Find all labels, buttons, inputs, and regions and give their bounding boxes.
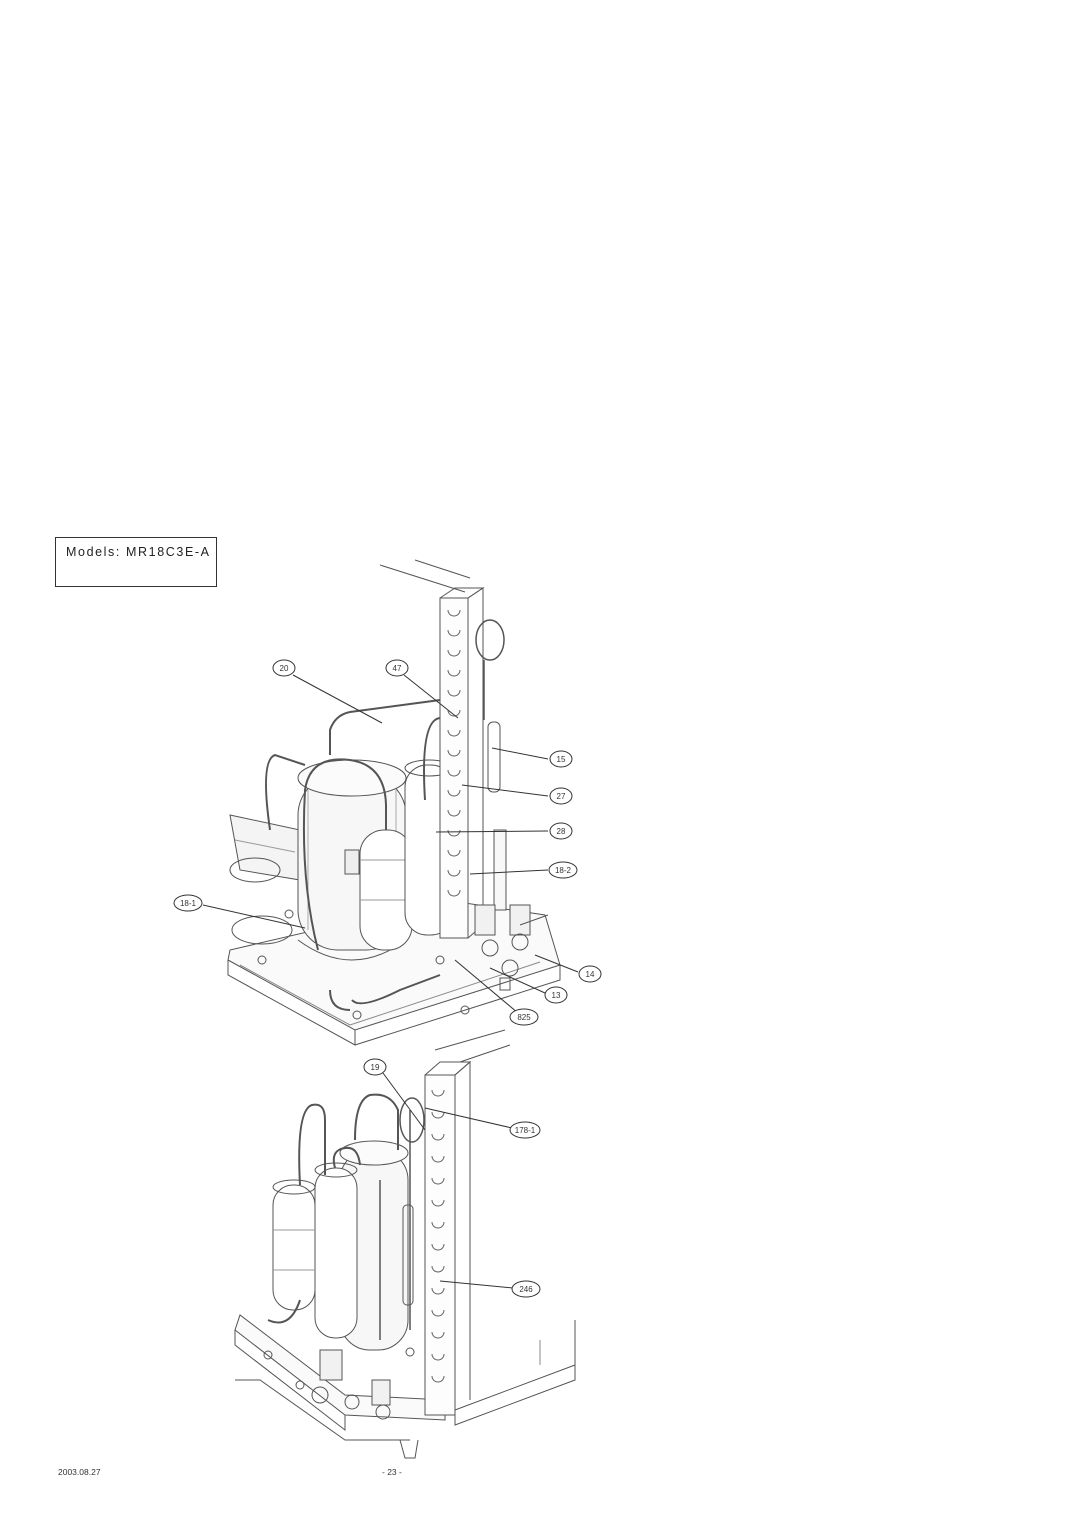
model-label-box: Models: MR18C3E-A <box>55 537 217 587</box>
svg-text:178-1: 178-1 <box>515 1126 536 1135</box>
svg-text:18-2: 18-2 <box>555 866 572 875</box>
footer-page-number: - 23 - <box>382 1467 402 1477</box>
top-callouts: 20 47 15 27 28 18-2 18-1 14 <box>173 659 602 1026</box>
callout-27: 27 <box>549 787 573 805</box>
bottom-leader-lines <box>382 1072 514 1289</box>
svg-text:246: 246 <box>519 1285 533 1294</box>
svg-text:20: 20 <box>280 664 289 673</box>
callout-246: 246 <box>511 1280 541 1298</box>
svg-text:47: 47 <box>393 664 402 673</box>
callout-20: 20 <box>272 659 296 677</box>
callout-13: 13 <box>544 986 568 1004</box>
callout-15: 15 <box>549 750 573 768</box>
bottom-assembly-drawing <box>234 1029 576 1459</box>
callout-18-2: 18-2 <box>548 861 578 879</box>
footer-date: 2003.08.27 <box>58 1467 101 1477</box>
bottom-callouts: 19 178-1 246 <box>363 1058 541 1298</box>
callout-19: 19 <box>363 1058 387 1076</box>
callout-47: 47 <box>385 659 409 677</box>
svg-text:825: 825 <box>517 1013 531 1022</box>
callout-825: 825 <box>509 1008 539 1026</box>
callout-28: 28 <box>549 822 573 840</box>
callout-18-1: 18-1 <box>173 894 203 912</box>
svg-text:14: 14 <box>586 970 595 979</box>
svg-text:19: 19 <box>371 1063 380 1072</box>
model-label: Models: MR18C3E-A <box>66 545 211 559</box>
callout-14: 14 <box>578 965 602 983</box>
svg-text:28: 28 <box>557 827 566 836</box>
svg-text:13: 13 <box>552 991 561 1000</box>
top-assembly-drawing <box>227 559 561 1046</box>
svg-text:27: 27 <box>557 792 566 801</box>
svg-text:15: 15 <box>557 755 566 764</box>
top-leader-lines <box>202 674 579 1014</box>
svg-text:18-1: 18-1 <box>180 899 197 908</box>
callout-178-1: 178-1 <box>509 1121 541 1139</box>
